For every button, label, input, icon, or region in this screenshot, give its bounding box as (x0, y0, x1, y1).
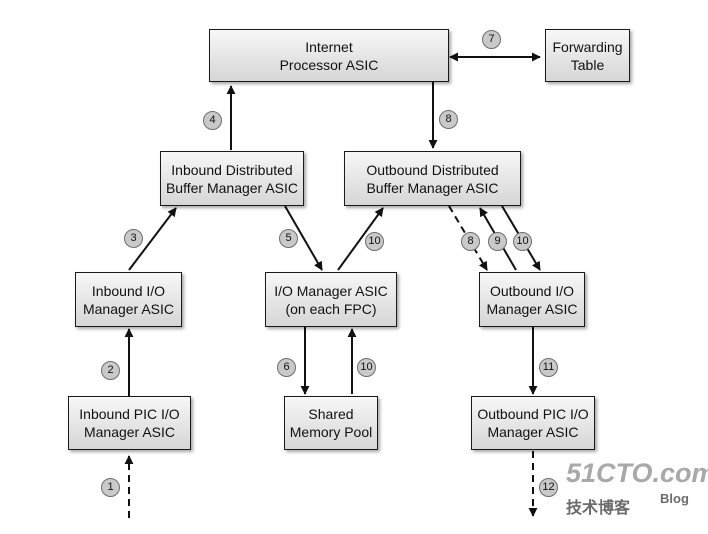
outbound-io-manager-box: Outbound I/O Manager ASIC (479, 272, 585, 327)
arrow-step-3 (128, 207, 177, 271)
box-line: Manager ASIC (486, 300, 578, 317)
inbound-io-manager-box: Inbound I/O Manager ASIC (75, 272, 182, 327)
step-badge-11: 11 (539, 358, 558, 377)
box-line: Internet (305, 38, 353, 55)
arrow-step-5 (284, 205, 323, 271)
shared-memory-pool-box: Shared Memory Pool (284, 396, 378, 450)
step-badge-8-processor: 8 (439, 110, 458, 129)
inbound-pic-io-manager-box: Inbound PIC I/O Manager ASIC (68, 396, 191, 450)
box-line: Table (570, 56, 605, 73)
box-line: Memory Pool (289, 424, 373, 440)
arrow-step-10-io-to-outbound-dbm (337, 207, 384, 271)
box-line: Forwarding (552, 38, 623, 55)
watermark-blog: Blog (660, 491, 689, 506)
step-badge-9: 9 (488, 232, 507, 251)
step-badge-12: 12 (539, 478, 558, 497)
box-line: I/O Manager ASIC (274, 282, 388, 299)
box-line: Outbound Distributed (366, 161, 499, 178)
io-manager-asic-box: I/O Manager ASIC (on each FPC) (265, 272, 397, 327)
box-line: Outbound PIC I/O (477, 406, 589, 422)
forwarding-table-box: Forwarding Table (545, 29, 630, 82)
step-badge-10-outbound: 10 (513, 232, 532, 251)
step-badge-1: 1 (101, 478, 120, 497)
step-badge-3: 3 (124, 229, 143, 248)
box-line: Shared (308, 406, 354, 422)
inbound-distributed-buffer-manager-box: Inbound Distributed Buffer Manager ASIC (160, 151, 304, 206)
box-line: (on each FPC) (285, 300, 377, 317)
box-line: Buffer Manager ASIC (165, 179, 299, 196)
step-badge-7: 7 (482, 30, 501, 49)
box-line: Manager ASIC (82, 300, 175, 317)
step-badge-5: 5 (279, 229, 298, 248)
box-line: Inbound I/O (91, 282, 166, 299)
box-line: Inbound Distributed (171, 161, 293, 178)
outbound-distributed-buffer-manager-box: Outbound Distributed Buffer Manager ASIC (344, 151, 521, 206)
internet-processor-asic-box: Internet Processor ASIC (209, 29, 449, 82)
step-badge-10-memory: 10 (357, 358, 376, 377)
box-line: Buffer Manager ASIC (366, 179, 499, 196)
step-badge-6: 6 (277, 358, 296, 377)
watermark-subtitle: 技术博客 (566, 500, 631, 517)
outbound-pic-io-manager-box: Outbound PIC I/O Manager ASIC (471, 396, 595, 450)
watermark-logo: 51CTO.com (566, 458, 708, 488)
box-line: Manager ASIC (487, 424, 579, 440)
step-badge-10-io: 10 (365, 232, 384, 251)
step-badge-8-dashed: 8 (461, 232, 480, 251)
step-badge-2: 2 (101, 361, 120, 380)
box-line: Outbound I/O (489, 282, 575, 299)
box-line: Inbound PIC I/O (79, 406, 180, 422)
box-line: Manager ASIC (83, 424, 176, 440)
box-line: Processor ASIC (279, 56, 379, 73)
step-badge-4: 4 (203, 111, 222, 130)
